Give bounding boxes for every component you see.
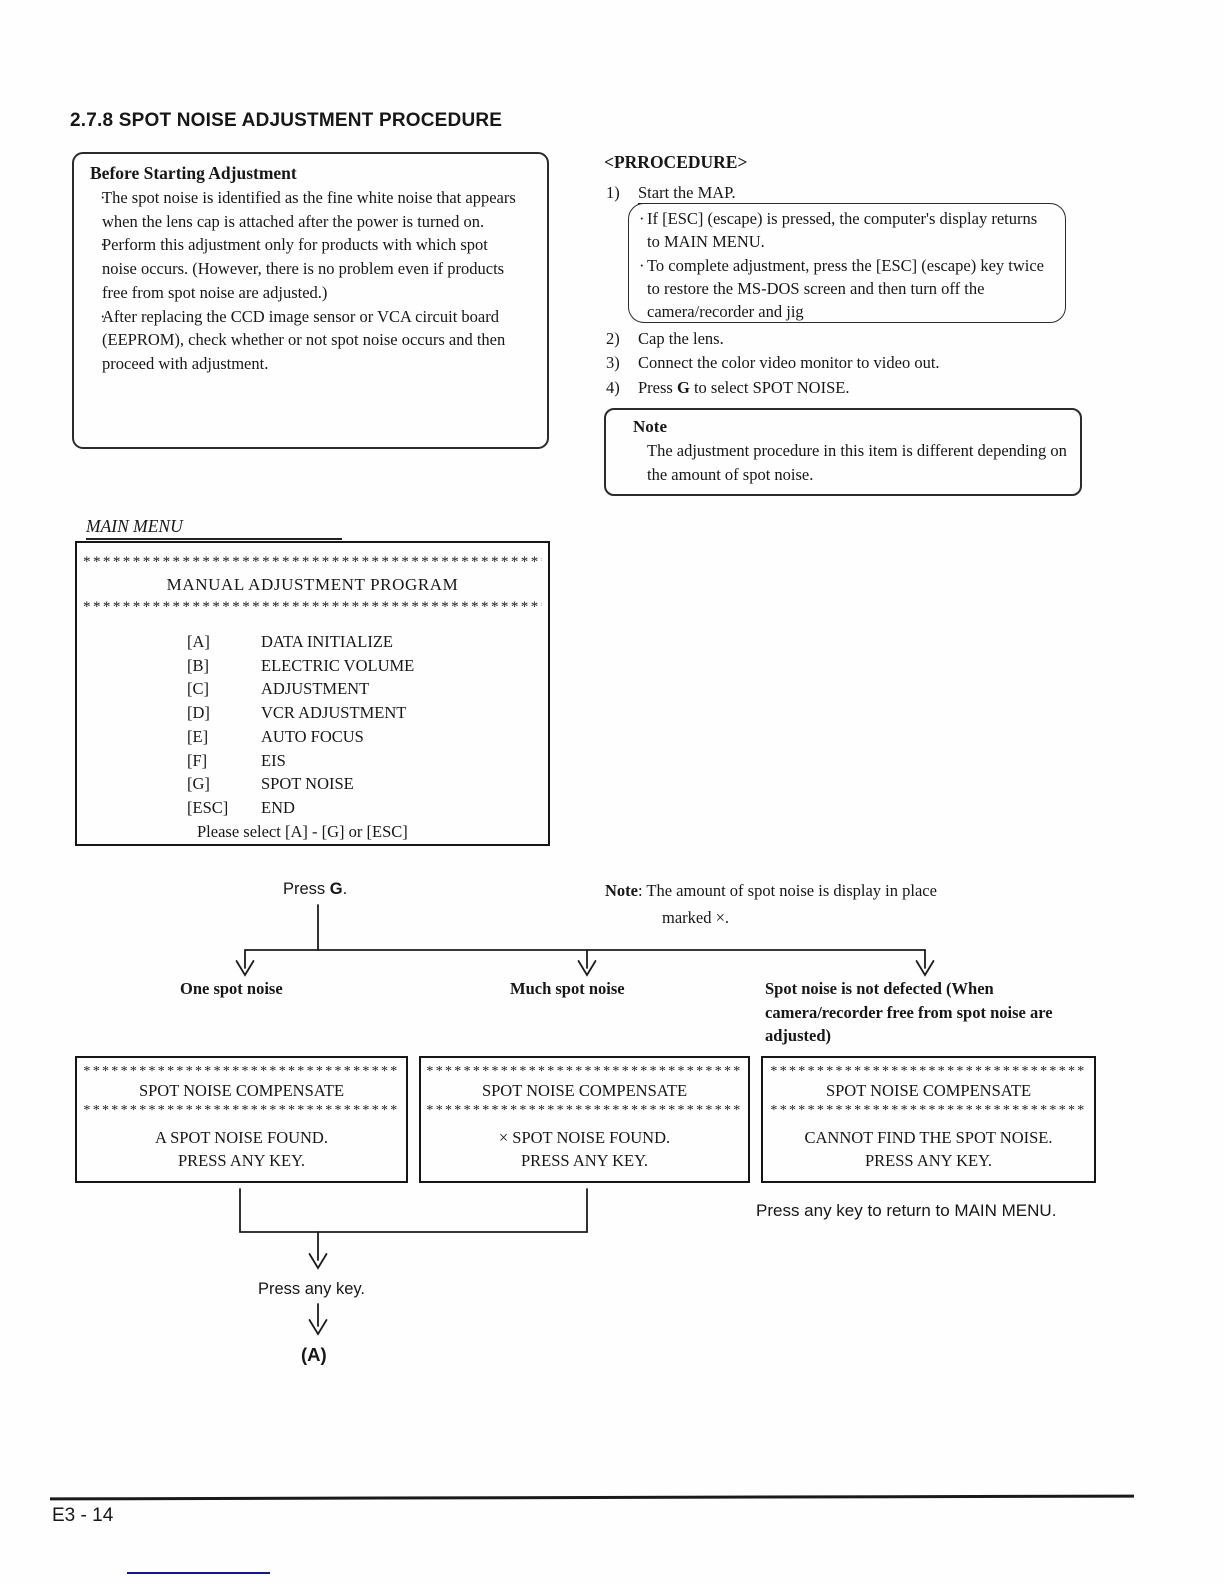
footer-page-number: E3 - 14: [52, 1505, 114, 1526]
procedure-step-1: 1) Start the MAP.: [606, 181, 736, 205]
branch-label-one-spot-noise: One spot noise: [180, 979, 283, 998]
press-g-label: Press G.: [283, 880, 348, 898]
main-menu-screen: ****************************************…: [75, 541, 550, 846]
stars-row: **********************************: [83, 1103, 400, 1118]
flow-note: Note: The amount of spot noise is displa…: [605, 877, 937, 931]
procedure-step-2: 2) Cap the lens.: [606, 327, 940, 351]
before-bullet-1-text: The spot noise is identified as the fine…: [102, 188, 516, 231]
menu-item-a: [A] DATA INITIALIZE: [187, 632, 394, 651]
menu-item-d: [D] VCR ADJUSTMENT: [187, 703, 407, 723]
step-2-number: 2): [606, 329, 620, 348]
menu-item-b: [B] ELECTRIC VOLUME: [187, 655, 415, 675]
esc-note-bullet-2-text: To complete adjustment, press the [ESC] …: [647, 255, 1045, 322]
note-body: The adjustment procedure in this item is…: [647, 441, 1067, 484]
step-2-text: Cap the lens.: [638, 329, 724, 348]
step-3-text: Connect the color video monitor to video…: [638, 353, 940, 373]
procedure-step-3: 3) Connect the color video monitor to vi…: [606, 351, 940, 375]
menu-prompt: Please select [A] - [G] or [ESC]: [197, 821, 408, 841]
bullet-dot: ·: [100, 235, 106, 255]
section-title: 2.7.8 SPOT NOISE ADJUSTMENT PROCEDURE: [70, 110, 503, 131]
step-1-text: Start the MAP.: [638, 183, 736, 204]
compensate-prompt: PRESS ANY KEY.: [178, 1151, 305, 1170]
branch-label-no-spot-noise: Spot noise is not defected (When camera/…: [765, 979, 1053, 1045]
bullet-dot: ·: [639, 209, 645, 228]
esc-note-bullet-2: · To complete adjustment, press the [ESC…: [635, 254, 1059, 324]
step-4-text: Press G to select SPOT NOISE.: [638, 377, 850, 397]
main-menu-label: MAIN MENU: [86, 516, 342, 540]
return-to-main-menu-text: Press any key to return to MAIN MENU.: [756, 1201, 1057, 1220]
before-starting-adjustment-box: Before Starting Adjustment · The spot no…: [72, 152, 549, 449]
compensate-title: SPOT NOISE COMPENSATE: [825, 1081, 1032, 1100]
note-title: Note: [633, 417, 667, 436]
press-any-key-label: Press any key.: [258, 1280, 365, 1298]
arrow-down-icon: [915, 949, 935, 977]
arrow-down-icon: [235, 949, 255, 977]
footer-rule: [49, 1494, 1135, 1500]
menu-item-g: [G] SPOT NOISE: [187, 774, 354, 794]
arrow-down-icon: [308, 1231, 328, 1270]
note-box: Note The adjustment procedure in this it…: [604, 408, 1082, 496]
compensate-prompt: PRESS ANY KEY.: [865, 1151, 992, 1170]
arrow-down-icon: [308, 1303, 328, 1336]
before-bullet-3: · After replacing the CCD image sensor o…: [88, 305, 535, 376]
esc-note-bullet-1: · If [ESC] (escape) is pressed, the comp…: [635, 207, 1059, 254]
before-bullet-2: · Perform this adjustment only for produ…: [88, 233, 535, 304]
compensate-title: SPOT NOISE COMPENSATE: [138, 1081, 345, 1100]
procedure-heading: <PRROCEDURE>: [604, 152, 748, 172]
esc-note-bullet-1-text: If [ESC] (escape) is pressed, the comput…: [647, 209, 1038, 252]
compensate-prompt: PRESS ANY KEY.: [521, 1151, 648, 1170]
procedure-steps-2-4: 2) Cap the lens. 3) Connect the color vi…: [606, 327, 940, 400]
step-4-number: 4): [606, 377, 620, 397]
bullet-dot: ·: [100, 306, 106, 326]
menu-item-e: [E] AUTO FOCUS: [187, 726, 364, 746]
footer-blue-mark: [127, 1572, 270, 1574]
compensate-screen-much-spot: ********************************** SPOT …: [419, 1056, 750, 1183]
menu-item-esc: [ESC] END: [187, 797, 295, 817]
before-bullet-1: · The spot noise is identified as the fi…: [88, 186, 535, 233]
key-g: G: [329, 880, 343, 898]
before-bullet-3-text: After replacing the CCD image sensor or …: [102, 306, 506, 373]
compensate-title: SPOT NOISE COMPENSATE: [481, 1081, 688, 1100]
menu-item-f: [F] EIS: [187, 750, 286, 770]
main-menu-items: [A] DATA INITIALIZE [B] ELECTRIC VOLUME …: [187, 630, 542, 820]
connector-label-a: (A): [301, 1344, 327, 1365]
menu-item-c: [C] ADJUSTMENT: [187, 679, 370, 699]
step-3-number: 3): [606, 353, 620, 373]
branch-label-much-spot-noise: Much spot noise: [510, 979, 625, 998]
bullet-dot: ·: [100, 188, 106, 207]
procedure-esc-note-box: · If [ESC] (escape) is pressed, the comp…: [628, 203, 1066, 323]
compensate-message: × SPOT NOISE FOUND.: [498, 1128, 671, 1147]
stars-row: **********************************: [426, 1064, 743, 1079]
bullet-dot: ·: [639, 255, 645, 275]
main-menu-title: MANUAL ADJUSTMENT PROGRAM: [166, 575, 459, 594]
step-1-number: 1): [606, 183, 620, 202]
compensate-message: A SPOT NOISE FOUND.: [155, 1128, 328, 1147]
before-bullet-2-text: Perform this adjustment only for product…: [102, 235, 505, 302]
procedure-step-4: 4) Press G to select SPOT NOISE.: [606, 376, 940, 400]
flow-note-line-1: Note: The amount of spot noise is displa…: [605, 881, 937, 900]
arrow-down-icon: [577, 949, 597, 977]
flow-note-line-2: marked ×.: [662, 908, 730, 927]
compensate-message: CANNOT FIND THE SPOT NOISE.: [804, 1128, 1053, 1147]
compensate-screen-one-spot: ********************************** SPOT …: [75, 1056, 408, 1183]
stars-row: ****************************************…: [83, 599, 542, 615]
key-g: G: [676, 377, 690, 397]
compensate-screen-no-spot: ********************************** SPOT …: [761, 1056, 1096, 1183]
stars-row: **********************************: [770, 1103, 1087, 1118]
flow-note-label: Note: [605, 881, 638, 900]
stars-row: ****************************************…: [83, 554, 542, 570]
stars-row: **********************************: [83, 1064, 400, 1079]
before-box-title: Before Starting Adjustment: [90, 163, 297, 183]
merge-bracket-line: [239, 1188, 588, 1233]
stars-row: **********************************: [770, 1064, 1087, 1079]
stars-row: **********************************: [426, 1103, 743, 1118]
